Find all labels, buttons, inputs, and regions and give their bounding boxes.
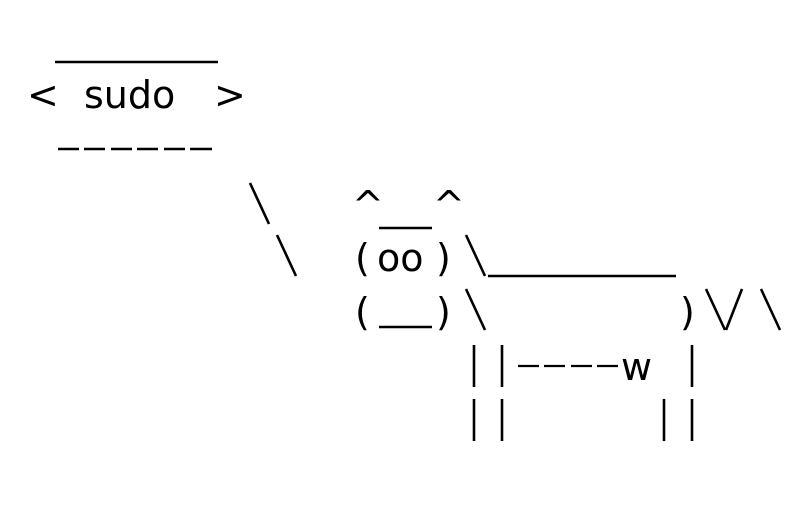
cow-chest-slash [464, 288, 487, 331]
cow-eyes: oo [377, 236, 424, 280]
cow-neck-slash [464, 234, 487, 277]
speech-trail [248, 182, 298, 277]
cow: ^ ^ ( oo ) ( ) ) w [352, 183, 782, 441]
bubble-message: sudo [84, 73, 175, 117]
speech-bubble: < sudo > [27, 60, 246, 151]
cow-front-legs [472, 345, 504, 441]
cow-muzzle-left-paren: ( [355, 290, 370, 334]
cow-head-left-paren: ( [355, 236, 370, 280]
cow-udder: w [621, 345, 652, 389]
cow-hind-legs [662, 345, 694, 441]
cow-left-ear: ^ [352, 183, 384, 227]
bubble-open-bracket: < [27, 73, 59, 117]
bubble-close-bracket: > [214, 73, 246, 117]
cow-rump-paren: ) [680, 290, 695, 334]
cow-right-ear: ^ [433, 183, 465, 227]
cow-muzzle-right-paren: ) [436, 290, 451, 334]
cow-head-right-paren: ) [436, 236, 451, 280]
cow-tail [704, 288, 782, 331]
